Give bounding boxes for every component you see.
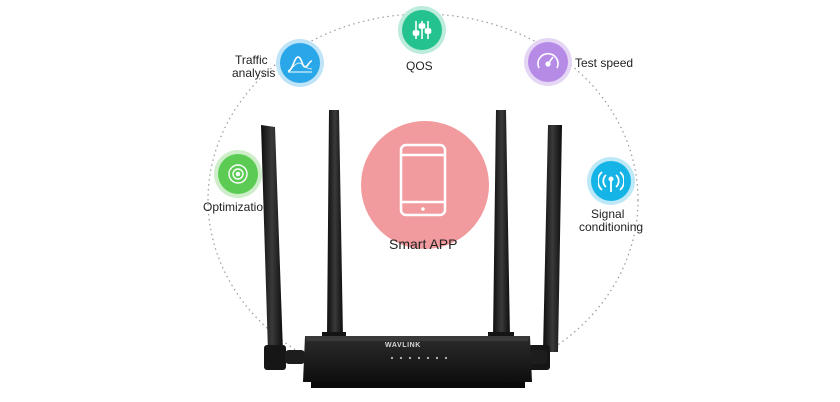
- antenna-left-outer: [261, 125, 286, 370]
- optimization-label: Optimizatio: [203, 200, 264, 214]
- antenna-right-outer: [528, 125, 562, 370]
- traffic-label-line2: analysis: [232, 66, 276, 80]
- signal-icon: [591, 161, 631, 201]
- smart-app-label: Smart APP: [389, 236, 458, 252]
- antenna-left-inner: [322, 110, 346, 348]
- sliders-icon: [402, 10, 442, 50]
- router-body: [303, 336, 532, 388]
- signal-label-line2: conditioning: [579, 220, 644, 234]
- qos-label: QOS: [406, 59, 433, 73]
- antenna-right-inner: [488, 110, 514, 348]
- traffic-label-line1: Traffic: [235, 53, 268, 67]
- speedometer-icon: [528, 42, 568, 82]
- wave-graph-icon: [280, 43, 320, 83]
- router-brand-logo: WAVLINK: [385, 342, 421, 349]
- smart-app-circle: [361, 121, 489, 249]
- smartphone-icon: [399, 143, 447, 217]
- test-speed-label: Test speed: [575, 56, 634, 70]
- signal-label-line1: Signal: [591, 207, 625, 221]
- target-icon: [218, 154, 258, 194]
